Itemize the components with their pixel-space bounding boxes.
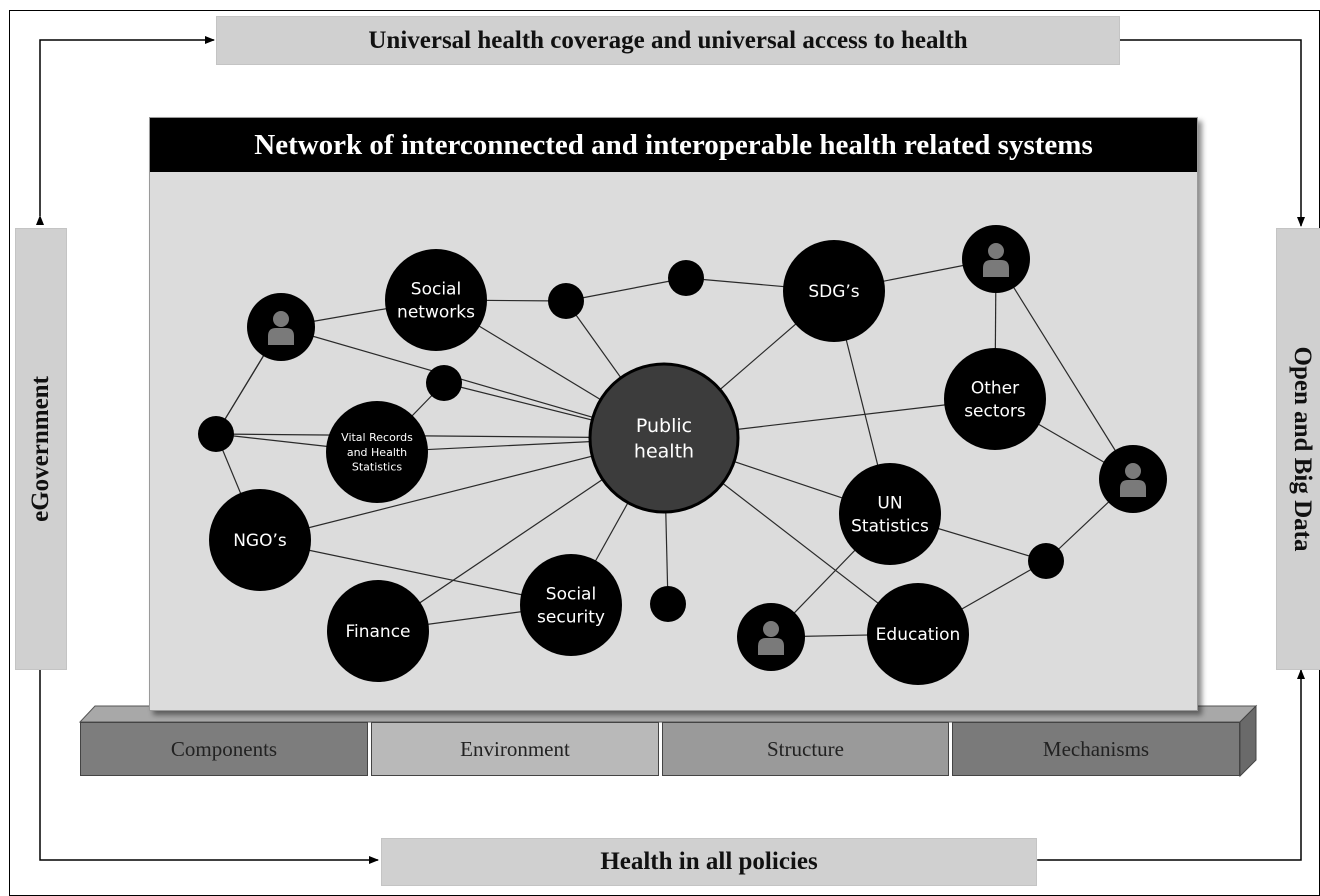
node-circle-social-networks [385, 249, 487, 351]
node-label-sdgs: SDG’s [808, 282, 859, 302]
node-label-vital-records: Vital Records [341, 431, 413, 444]
node-label-public-health: Public [636, 415, 692, 437]
base-structure: Structure [662, 722, 949, 776]
node-label-education: Education [876, 625, 961, 645]
node-label-social-networks: networks [397, 302, 475, 322]
node-label-other-sectors: Other [971, 378, 1019, 398]
node-circle-dot-1 [198, 416, 234, 452]
node-public-health: Public health [588, 362, 740, 514]
arrow-bottom-right [1029, 669, 1305, 864]
base-environment-label: Environment [460, 736, 570, 761]
node-dot-4 [426, 365, 462, 401]
node-label-social-networks: Social [411, 279, 461, 299]
node-label-social-security: security [537, 607, 605, 627]
banner-bottom-text: Health in all policies [600, 848, 818, 875]
node-dot-5 [1028, 543, 1064, 579]
node-circle-education [867, 583, 969, 685]
node-education: Education [867, 583, 969, 685]
arrow-top-right [1111, 36, 1305, 227]
node-circle-public-health [588, 362, 740, 514]
node-circle-finance [327, 580, 429, 682]
node-circle-social-security [520, 554, 622, 656]
banner-egovernment: eGovernment [15, 228, 67, 670]
edge-ngos-social-security [259, 539, 572, 606]
base-environment: Environment [371, 722, 659, 776]
node-circle-dot-2 [548, 283, 584, 319]
person-icon [268, 311, 294, 345]
node-circle-dot-4 [426, 365, 462, 401]
node-social-networks: Social networks [385, 249, 487, 351]
person-icon [983, 243, 1009, 277]
arrow-top-left [36, 36, 215, 225]
base-mechanisms: Mechanisms [952, 722, 1240, 776]
edge-dot-2-dot-3 [565, 277, 687, 302]
node-dot-3 [668, 260, 704, 296]
node-label-social-security: Social [546, 584, 596, 604]
node-person-1 [247, 293, 315, 361]
node-circle-vital-records [326, 401, 428, 503]
node-label-other-sectors: sectors [964, 401, 1026, 421]
node-other-sectors: Other sectors [944, 348, 1046, 450]
node-finance: Finance [327, 580, 429, 682]
edge-person-2-person-4 [995, 258, 1134, 480]
person-icon [1120, 463, 1146, 497]
node-un-statistics: UN Statistics [839, 463, 941, 565]
node-circle-dot-5 [1028, 543, 1064, 579]
node-dot-2 [548, 283, 584, 319]
base-components: Components [80, 722, 368, 776]
node-label-public-health: health [634, 440, 694, 462]
network-title: Network of interconnected and interopera… [150, 118, 1197, 172]
banner-health-in-all-policies: Health in all policies [381, 838, 1037, 886]
node-social-security: Social security [520, 554, 622, 656]
banner-universal-health-coverage: Universal health coverage and universal … [216, 16, 1120, 65]
node-label-vital-records: Statistics [352, 461, 403, 474]
node-dot-1 [198, 416, 234, 452]
node-circle-sdgs [783, 240, 885, 342]
network-title-text: Network of interconnected and interopera… [254, 128, 1093, 161]
node-dot-6 [650, 586, 686, 622]
node-ngos: NGO’s [209, 489, 311, 591]
banner-top-text: Universal health coverage and universal … [368, 26, 968, 54]
banner-open-big-data: Open and Big Data [1276, 228, 1320, 670]
node-circle-ngos [209, 489, 311, 591]
node-label-finance: Finance [345, 622, 410, 642]
node-circle-dot-6 [650, 586, 686, 622]
node-person-2 [962, 225, 1030, 293]
node-circle-dot-3 [668, 260, 704, 296]
node-sdgs: SDG’s [783, 240, 885, 342]
node-label-vital-records: and Health [347, 446, 407, 459]
node-circle-un-statistics [839, 463, 941, 565]
node-label-ngos: NGO’s [233, 531, 287, 551]
node-person-3 [737, 603, 805, 671]
person-icon [758, 621, 784, 655]
arrow-bottom-left [36, 661, 379, 864]
base-mechanisms-label: Mechanisms [1042, 736, 1150, 761]
node-label-un-statistics: UN [877, 493, 902, 513]
base-structure-label: Structure [767, 736, 844, 761]
node-circle-other-sectors [944, 348, 1046, 450]
base-components-label: Components [170, 736, 278, 761]
node-person-4 [1099, 445, 1167, 513]
node-label-un-statistics: Statistics [851, 516, 929, 536]
